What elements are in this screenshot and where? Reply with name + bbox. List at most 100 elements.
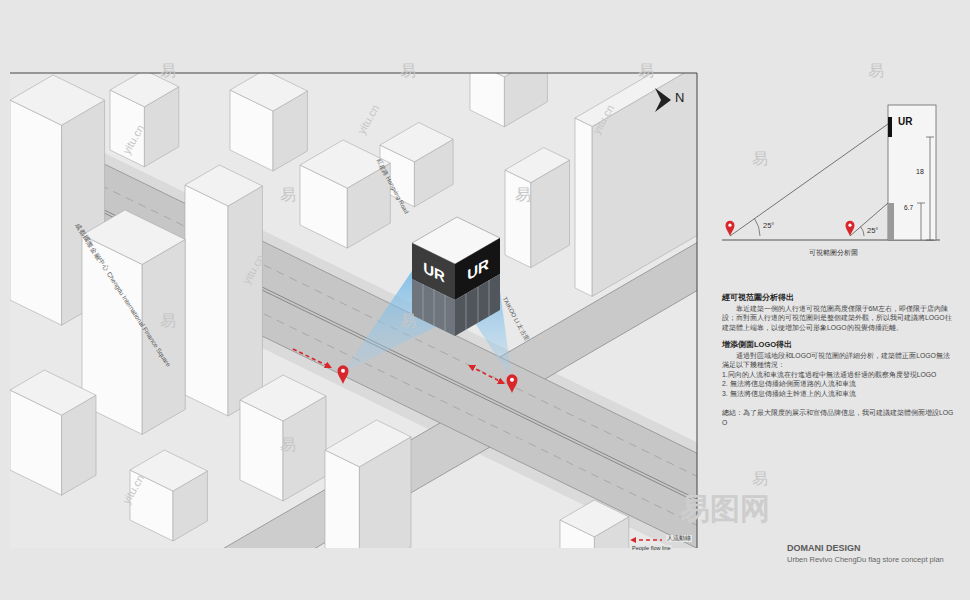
watermark: 易	[515, 436, 531, 454]
north-arrow	[655, 88, 671, 112]
note-item: 2. 無法將信息傳播給側面道路的人流和車流	[722, 379, 954, 389]
logo-text: UR	[898, 117, 912, 127]
pin-dot	[510, 378, 514, 382]
building-face	[504, 73, 547, 127]
section-building-outline	[888, 105, 936, 240]
buildings	[10, 73, 697, 548]
watermark: 易	[280, 436, 296, 454]
dimension-tick	[926, 240, 934, 241]
dimension-tick	[917, 203, 925, 204]
project-name: Urben Revivo ChengDu flag store concept …	[787, 556, 944, 565]
building-roof	[230, 73, 307, 111]
note-heading: 增添側面LOGO得出	[722, 340, 954, 351]
building-roof	[470, 73, 547, 77]
building-roof	[10, 370, 96, 415]
street-label: TAIKOO LI 太古里	[501, 296, 530, 342]
building-roof	[380, 123, 453, 162]
frame-line	[10, 73, 697, 74]
angle-arc	[861, 227, 864, 236]
pin-dot	[341, 369, 345, 373]
watermark: yitu.cn	[355, 102, 382, 136]
building-roof	[185, 165, 262, 206]
cube-glass	[412, 279, 455, 336]
cube-glass	[455, 274, 500, 336]
building-roof	[560, 500, 629, 537]
location-pin	[846, 221, 855, 236]
watermark: yitu.cn	[240, 252, 267, 286]
note-paragraph: 靠近建築一側的人行道可視范圍高度僅限于6M左右，即僅限于店內陳設；而對面人行道的…	[722, 304, 954, 333]
north-label: N	[675, 91, 684, 106]
location-pin	[338, 365, 349, 384]
note-paragraph: 通過對區域地段和LOGO可視范圍的詳細分析，建築體正面LOGO無法滿足以下幾種情…	[722, 351, 954, 370]
pin-dot	[728, 224, 731, 227]
watermark: yitu.cn	[120, 472, 147, 506]
sign-bar	[888, 117, 892, 137]
building-label: 成都國際金融中心 Chengdu International Finance S…	[74, 222, 173, 368]
dimension-line	[930, 137, 931, 240]
building-roof	[325, 420, 411, 467]
dimension-line	[921, 203, 922, 240]
glass-mullion	[423, 284, 424, 320]
sight-line	[730, 124, 888, 236]
angle-label: 25°	[763, 222, 774, 231]
glass-mullion	[489, 280, 490, 316]
watermark: yitu.cn	[590, 102, 617, 136]
watermark: 易	[160, 312, 176, 330]
logo-text: UR	[423, 259, 445, 285]
building-face	[10, 100, 62, 325]
glass-mullion	[478, 287, 479, 323]
legend-text: People flow line	[631, 545, 672, 551]
store-cube-figure	[412, 217, 500, 336]
dimension-label: 18	[916, 168, 924, 175]
legend-sample	[632, 539, 662, 540]
building-roof	[240, 375, 326, 421]
building-face	[505, 170, 531, 268]
legend-text: 人流動線	[666, 535, 692, 542]
sight-line	[850, 203, 888, 236]
glass-mullion	[445, 295, 446, 331]
note-item: 1.同向的人流和車流在行進過程中無法通過舒適的觀察角度發現LOGO	[722, 370, 954, 380]
logo-text: UR	[467, 255, 489, 283]
building-face	[575, 118, 592, 296]
dimension-label: 6.7	[904, 205, 913, 212]
building-roof	[10, 75, 105, 125]
building-face	[325, 450, 359, 548]
figure-caption: 可視範圍分析圖	[798, 249, 868, 257]
location-pin	[507, 374, 518, 393]
watermark: yitu.cn	[120, 122, 147, 156]
watermark: 易	[752, 150, 768, 168]
angle-label: 25°	[867, 227, 878, 236]
store-cube: UR UR	[410, 215, 502, 340]
watermark: 易	[400, 62, 416, 80]
section-diagram	[722, 105, 940, 240]
building-face	[228, 186, 262, 416]
glass-mullion	[466, 294, 467, 330]
studio-name: DOMANI DESIGN	[787, 543, 861, 553]
street-scene	[10, 73, 697, 548]
note-item: 3. 無法將信息傳播給主幹道上的人流和車流	[722, 389, 954, 399]
pin-dot	[848, 224, 851, 227]
watermark: 易	[160, 62, 176, 80]
building-roof	[505, 148, 570, 183]
building-roof	[575, 73, 697, 126]
building-face	[470, 73, 504, 127]
watermark: 易	[752, 470, 768, 488]
watermark: 易	[638, 62, 654, 80]
angle-arc	[755, 219, 760, 236]
street-label: 紅星路 Hongxing Road	[375, 158, 410, 215]
watermark: 易	[280, 186, 296, 204]
watermark: 易	[515, 186, 531, 204]
flow-arrow	[293, 349, 330, 367]
dimension-tick	[926, 137, 934, 138]
flow-arrow	[470, 366, 503, 383]
note-heading: 經可視范圍分析得出	[722, 293, 954, 304]
ground-floor-glass	[888, 203, 894, 240]
location-pin	[726, 221, 735, 236]
note-summary: 總結：為了最大限度的展示和宣傳品牌信息，我司建議建築體側面增設LOGO	[722, 408, 954, 427]
watermark: 易	[868, 62, 884, 80]
watermark: yitu.cn	[560, 442, 587, 476]
frame-line	[697, 73, 698, 548]
section-building: UR 18 6.7	[886, 105, 936, 240]
